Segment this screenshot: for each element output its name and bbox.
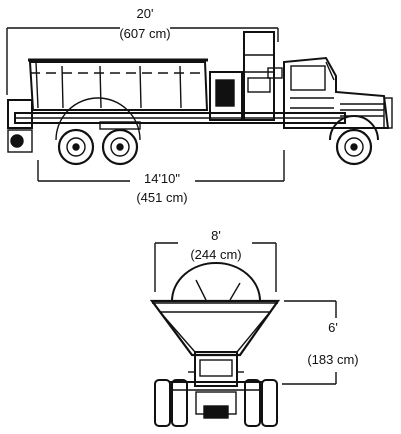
- height-metric: (183 cm): [307, 352, 358, 367]
- rear-tires-right: [244, 379, 278, 427]
- spinner-tower: [209, 31, 283, 121]
- rear-view: 8' (244 cm): [149, 228, 359, 427]
- truck-frame: [7, 99, 346, 153]
- rear-wheel-2: [101, 128, 139, 166]
- rear-fender: [55, 97, 141, 141]
- truck-cab: [283, 56, 393, 129]
- height-dimension: 6' (183 cm): [282, 300, 359, 385]
- overall-length-dimension: 20' (607 cm): [6, 6, 279, 95]
- rear-tires-left: [154, 379, 188, 427]
- front-wheel: [329, 115, 379, 166]
- height-feet: 6': [328, 320, 338, 335]
- spinner-dome: [171, 262, 261, 302]
- wheelbase-feet: 14'10": [144, 171, 180, 186]
- hopper-rear: [149, 299, 281, 357]
- overall-length-metric: (607 cm): [119, 26, 170, 41]
- width-dimension: 8' (244 cm): [154, 228, 277, 292]
- wheelbase-dimension: 14'10" (451 cm): [37, 150, 285, 205]
- rear-wheel-1: [57, 128, 95, 166]
- rear-chassis: [170, 351, 262, 419]
- side-view: 20' (607 cm): [6, 6, 393, 205]
- wheelbase-metric: (451 cm): [136, 190, 187, 205]
- hopper-body: [28, 58, 209, 111]
- width-metric: (244 cm): [190, 247, 241, 262]
- width-feet: 8': [211, 228, 221, 243]
- overall-length-feet: 20': [137, 6, 154, 21]
